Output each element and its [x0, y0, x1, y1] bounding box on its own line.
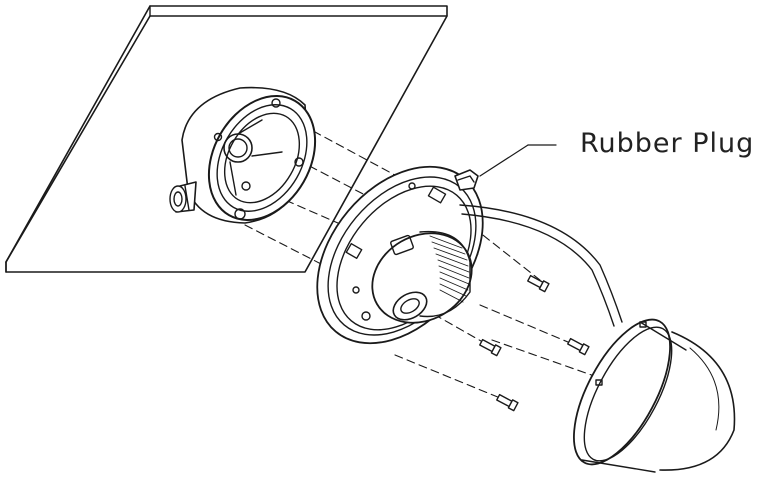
camera-lens-module: [356, 216, 488, 341]
screw-1: [527, 274, 549, 291]
mounting-screws: [479, 274, 589, 410]
cable-gland: [170, 182, 196, 212]
rubber-plug-label: Rubber Plug: [580, 128, 755, 159]
callout-leader-line: [480, 145, 556, 176]
junction-box: [182, 77, 337, 239]
screw-3: [567, 337, 589, 354]
safety-tether: [460, 205, 622, 326]
screw-2: [479, 338, 501, 355]
screw-4: [496, 393, 518, 410]
rubber-plug: [455, 170, 478, 190]
dome-cover: [554, 305, 734, 478]
